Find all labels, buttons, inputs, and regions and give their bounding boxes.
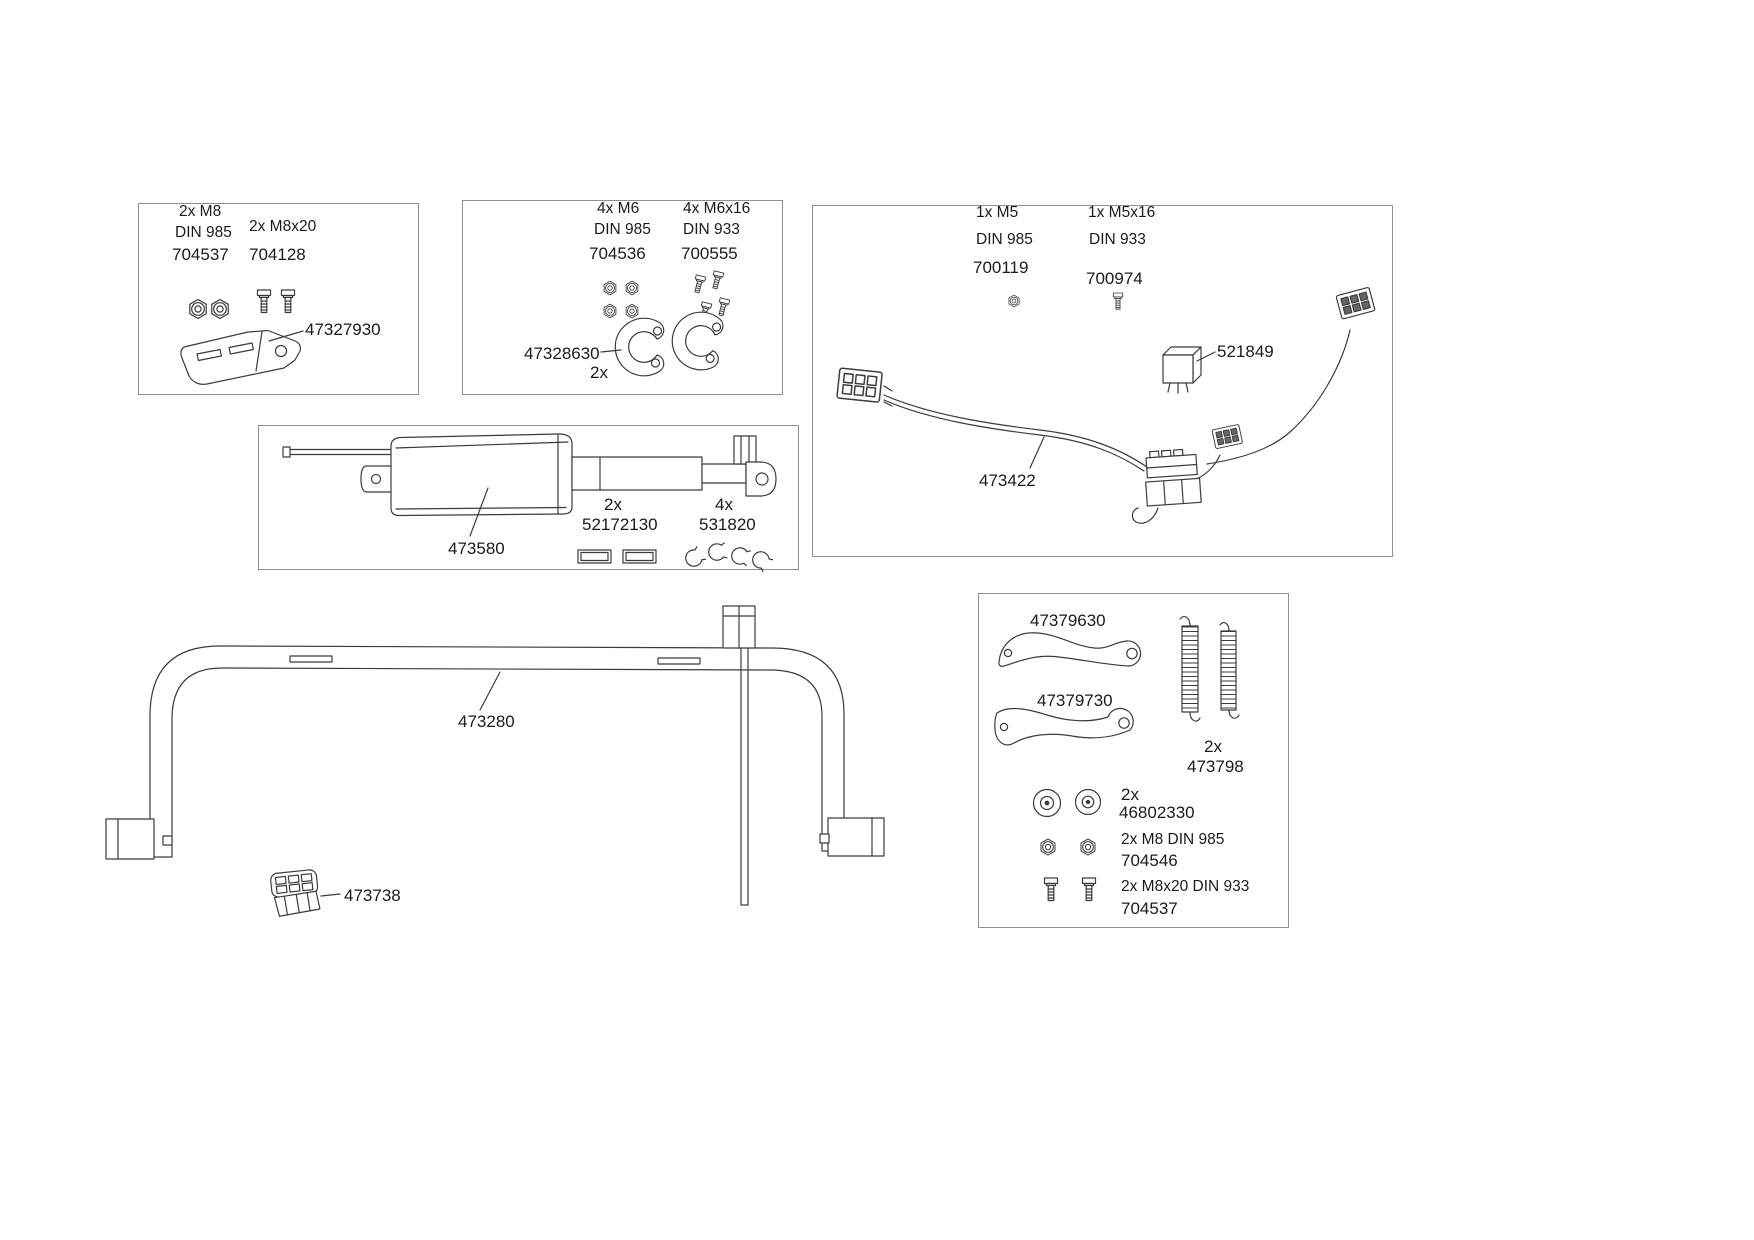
circlip-part-number: 531820 [699, 515, 756, 534]
washer-qty: 2x [1121, 785, 1139, 804]
bracket-kit-bolt-qty: 2x M8x20 [249, 218, 317, 235]
mount-kit-panel [978, 593, 1289, 928]
clip-qty: 2x [604, 495, 622, 514]
harness-kit-nut-din: DIN 985 [976, 231, 1033, 248]
harness-kit-panel [812, 205, 1393, 557]
frame-473280-drawing [105, 605, 885, 906]
bracket-kit-panel [138, 203, 419, 395]
spring-part-number: 473798 [1187, 757, 1244, 776]
bracket-upper-part-number: 47379630 [1030, 611, 1106, 630]
actuator-part-number: 473580 [448, 539, 505, 558]
clamp-kit-nut-part: 704536 [589, 244, 646, 263]
clamp-kit-bolt-din: DIN 933 [683, 221, 740, 238]
bracket-kit-bolt-part: 704128 [249, 245, 306, 264]
mount-bolt-spec: 2x M8x20 DIN 933 [1121, 878, 1250, 895]
mount-nut-spec: 2x M8 DIN 985 [1121, 831, 1225, 848]
bracket-kit-nut-din: DIN 985 [175, 224, 232, 241]
clip-part-number: 52172130 [582, 515, 658, 534]
clamp-kit-nut-qty: 4x M6 [597, 200, 640, 217]
actuator-kit-panel [258, 425, 799, 570]
harness-kit-bolt-qty: 1x M5x16 [1088, 204, 1156, 221]
clamp-kit-bolt-part: 700555 [681, 244, 738, 263]
clamp-part-number: 47328630 [524, 344, 600, 363]
harness-kit-bolt-din: DIN 933 [1089, 231, 1146, 248]
clamp-kit-nut-din: DIN 985 [594, 221, 651, 238]
switch-473738-drawing [270, 869, 341, 917]
frame-part-number: 473280 [458, 712, 515, 731]
clamp-qty: 2x [590, 363, 608, 382]
switch-part-number: 473738 [344, 886, 401, 905]
bracket-kit-nut-part: 704537 [172, 245, 229, 264]
harness-kit-nut-part: 700119 [973, 258, 1029, 277]
mount-nut-part-number: 704546 [1121, 851, 1178, 870]
bracket-kit-nut-qty: 2x M8 [179, 203, 222, 220]
bracket-part-number: 47327930 [305, 320, 381, 339]
harness-kit-nut-qty: 1x M5 [976, 204, 1019, 221]
mount-bolt-part-number: 704537 [1121, 899, 1178, 918]
clamp-kit-bolt-qty: 4x M6x16 [683, 200, 751, 217]
washer-part-number: 46802330 [1119, 803, 1195, 822]
relay-part-number: 521849 [1217, 342, 1274, 361]
bracket-lower-part-number: 47379730 [1037, 691, 1113, 710]
harness-part-number: 473422 [979, 471, 1036, 490]
circlip-qty: 4x [715, 495, 733, 514]
spring-qty: 2x [1204, 737, 1222, 756]
harness-kit-bolt-part: 700974 [1086, 269, 1143, 288]
clamp-kit-panel [462, 200, 783, 395]
